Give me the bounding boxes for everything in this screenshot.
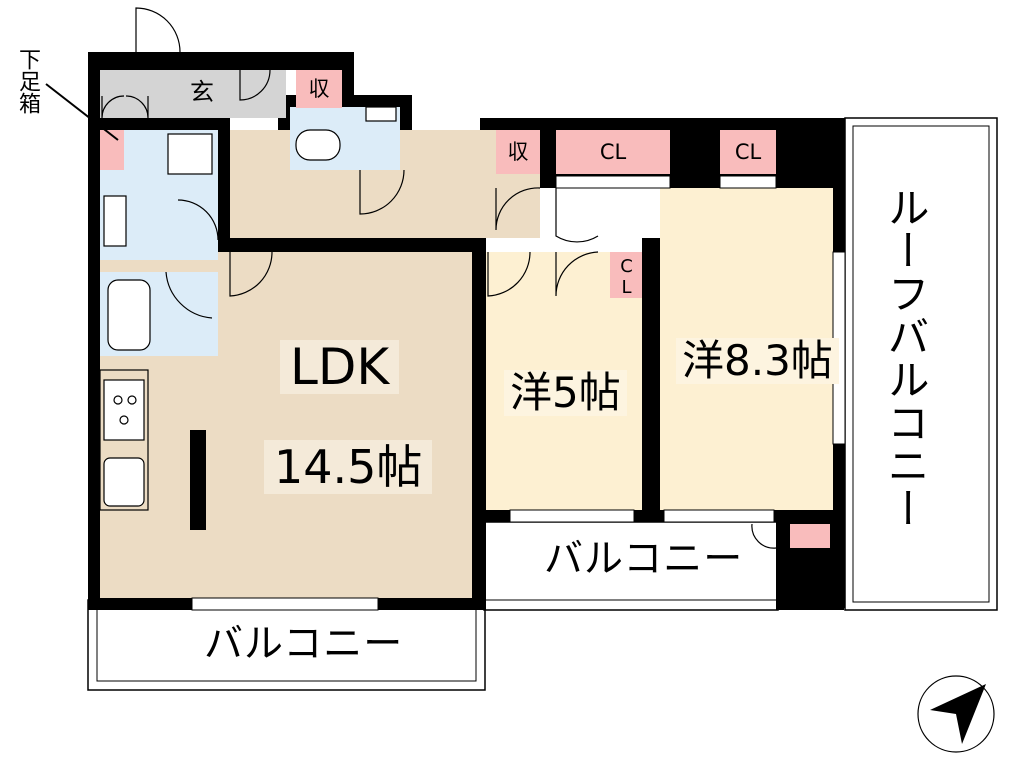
washbasin (103, 195, 127, 247)
room-east-label: 洋8.3帖 (676, 338, 839, 384)
storage-balcony (790, 524, 830, 548)
sink (103, 457, 145, 507)
closet-north-2-label: CL (734, 139, 762, 164)
stove (103, 379, 145, 441)
fixtures (99, 106, 397, 511)
roof-balcony-label: ルーフバルコニー (881, 186, 930, 530)
ldk-size-label: 14.5帖 (264, 440, 433, 494)
storage-entrance (296, 70, 342, 108)
storage-entrance-label: 収 (308, 76, 330, 101)
shoe-box-leader (45, 83, 119, 141)
closet-north-2 (720, 130, 776, 174)
room-west-label: 洋5帖 (504, 370, 627, 416)
storage-hall (496, 130, 540, 174)
shoe-box-label: 下足箱 (15, 48, 40, 114)
windows (191, 175, 846, 611)
balcony-south-ldk-label: バルコニー (204, 622, 404, 667)
entrance-label: 玄 (190, 78, 214, 106)
toilet (295, 129, 341, 161)
entrance-floor (100, 70, 286, 118)
closet-north-1-label: CL (599, 139, 627, 164)
north-arrow-icon (917, 675, 995, 753)
kitchen-counter-line (99, 369, 149, 511)
closet-north-1 (556, 130, 670, 174)
bathtub (107, 279, 151, 351)
closet-small-label: CL (616, 256, 637, 298)
doors (101, 7, 777, 549)
kitchen-divider (190, 430, 206, 530)
washing-machine (167, 133, 213, 175)
balcony-south-room-label: バルコニー (544, 537, 744, 582)
ldk-name-label: LDK (280, 340, 400, 394)
storage-hall-label: 収 (507, 139, 529, 164)
storage-areas (100, 70, 830, 548)
closet-small (610, 252, 642, 298)
shoe-box (100, 130, 124, 170)
